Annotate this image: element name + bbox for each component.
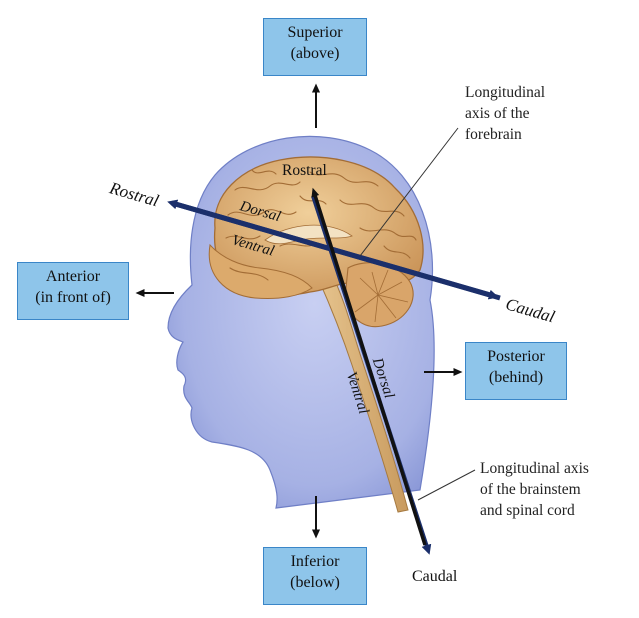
brainstem-spinal-cord [317, 269, 409, 513]
brainstem-caption-leader [417, 469, 476, 501]
brainstem-caudal-label: Caudal [412, 568, 458, 585]
anterior-sublabel: (in front of) [35, 289, 111, 306]
forebrain-caption-leader [359, 127, 459, 257]
inferior-label: Inferior [290, 553, 340, 570]
posterior-label: Posterior [487, 348, 545, 365]
forebrain-axis-caption: Longitudinal axis of the forebrain [465, 84, 546, 143]
superior-box: Superior (above) [263, 18, 367, 76]
posterior-sublabel: (behind) [488, 369, 544, 386]
brainstem-axis-rostral-head [311, 187, 427, 546]
corpus-callosum [264, 224, 353, 245]
brainstem-rostral-label: Rostral [282, 162, 327, 179]
inferior-box: Inferior (below) [263, 547, 367, 605]
posterior-box: Posterior (behind) [465, 342, 567, 400]
superior-label: Superior [287, 24, 343, 41]
anterior-label: Anterior [45, 268, 101, 285]
inferior-sublabel: (below) [290, 574, 340, 591]
superior-sublabel: (above) [290, 45, 340, 62]
brainstem-axis-caption: Longitudinal axis of the brainstem and s… [480, 460, 589, 519]
anterior-box: Anterior (in front of) [17, 262, 129, 320]
cerebellum-folia [354, 269, 409, 323]
brain-temporal-lobe [208, 243, 313, 299]
